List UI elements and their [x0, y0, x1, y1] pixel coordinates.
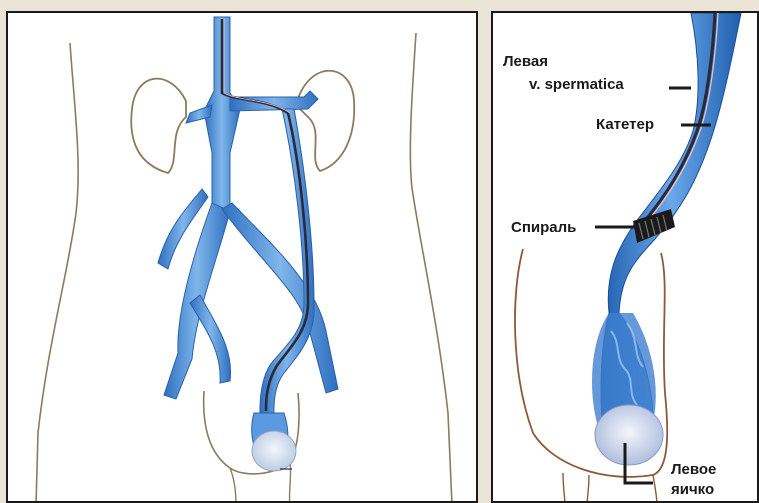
label-left-vein-line2: v. spermatica	[529, 76, 624, 93]
detail-illustration-panel: Левая v. spermatica Катетер Спираль Лево…	[491, 11, 759, 503]
left-testis	[252, 431, 296, 471]
label-coil: Спираль	[511, 219, 576, 236]
body-outline-left	[36, 43, 78, 503]
label-catheter: Катетер	[596, 116, 654, 133]
label-left-testis-line1: Левое	[671, 461, 716, 478]
overview-illustration-panel	[6, 11, 478, 503]
internal-iliac-right	[190, 295, 231, 383]
body-outline-right	[410, 33, 452, 503]
left-kidney	[296, 71, 354, 171]
label-left-testis-line2: яичко	[671, 481, 714, 498]
left-testis-detail	[595, 405, 663, 465]
leg-outline-detail	[563, 473, 657, 503]
venous-anatomy-drawing	[8, 13, 478, 503]
label-left-vein-line1: Левая	[503, 53, 548, 70]
right-kidney	[131, 79, 186, 173]
